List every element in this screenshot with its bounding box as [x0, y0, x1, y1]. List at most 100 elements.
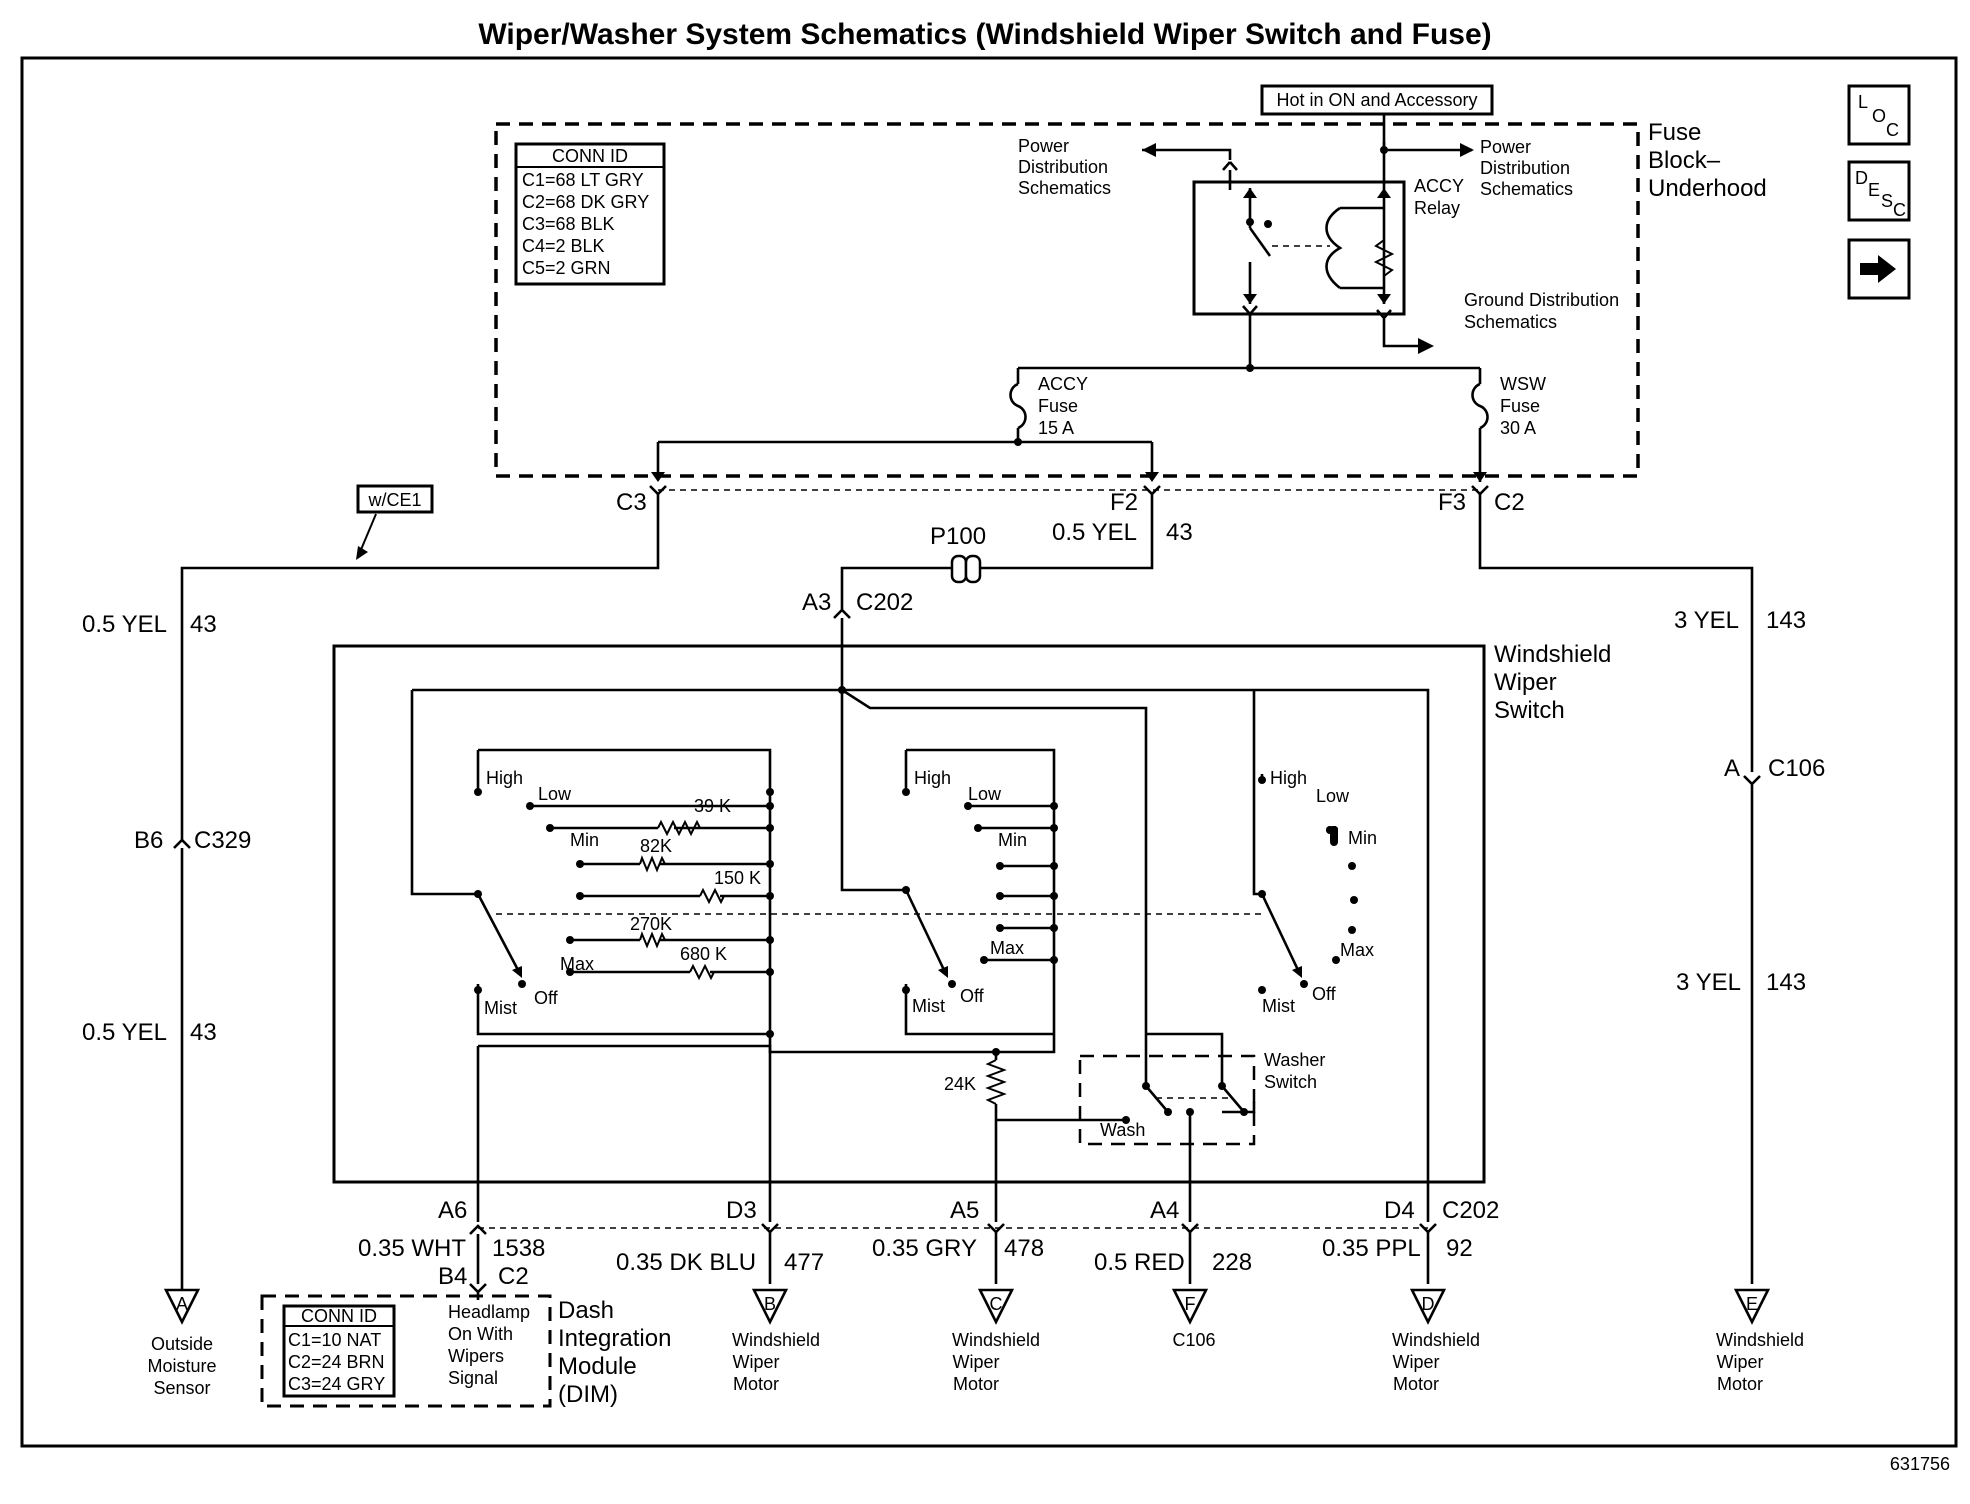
connector-d4: D4: [1384, 1197, 1415, 1224]
wash-label: Wash: [1100, 1120, 1145, 1140]
next-page-button[interactable]: [1847, 238, 1911, 300]
terminal-b: B Windshield Wiper Motor: [732, 1288, 820, 1394]
svg-text:Sensor: Sensor: [153, 1378, 210, 1398]
arrow-right-icon: [1460, 143, 1474, 157]
connector-a4: A4: [1150, 1197, 1179, 1224]
connector-c202-bottom: C202: [1442, 1197, 1499, 1224]
power-dist-left-2: Distribution: [1018, 157, 1108, 177]
diagram-frame: [20, 56, 1958, 1448]
terminal-f: F C106: [1171, 1288, 1216, 1350]
power-dist-left-3: Schematics: [1018, 178, 1111, 198]
pos-low-2: Low: [968, 784, 1002, 804]
wire-number-d4: 92: [1446, 1235, 1473, 1262]
svg-text:Windshield: Windshield: [1716, 1330, 1804, 1350]
pos-high-1: High: [486, 768, 523, 788]
wiper-switch-internals: [410, 686, 1430, 1222]
loc-button[interactable]: L O C: [1847, 84, 1911, 146]
pos-max-1: Max: [560, 954, 594, 974]
splice-p100-label: P100: [930, 523, 986, 550]
power-dist-left-1: Power: [1018, 136, 1069, 156]
svg-text:S: S: [1881, 191, 1893, 211]
desc-button[interactable]: D E S C: [1847, 160, 1911, 222]
pos-min-3: Min: [1348, 828, 1377, 848]
svg-text:C106: C106: [1172, 1330, 1215, 1350]
wire-label-d3: 0.35 DK BLU: [616, 1249, 756, 1276]
svg-text:Windshield: Windshield: [1392, 1330, 1480, 1350]
ground-label-2: Schematics: [1464, 312, 1557, 332]
terminal-a: A Outside Moisture Sensor: [147, 1288, 217, 1398]
connector-c2-dim: C2: [498, 1263, 529, 1290]
svg-text:Motor: Motor: [1393, 1374, 1439, 1394]
pos-off-3: Off: [1312, 984, 1337, 1004]
power-wire-right: [1382, 142, 1472, 152]
wire-number-a6: 1538: [492, 1235, 545, 1262]
wire-label-a4: 0.5 RED: [1094, 1249, 1185, 1276]
connector-c202-top: C202: [856, 589, 913, 616]
wiper-switch-label-3: Switch: [1494, 697, 1565, 724]
wire-number-a4: 228: [1212, 1249, 1252, 1276]
svg-text:Moisture: Moisture: [147, 1356, 216, 1376]
wire-label-f2: 0.5 YEL: [1052, 519, 1137, 546]
pos-low-1: Low: [538, 784, 572, 804]
terminal-c: C Windshield Wiper Motor: [952, 1288, 1040, 1394]
pos-mist-3: Mist: [1262, 996, 1295, 1016]
wire-number-right-upper: 143: [1766, 607, 1806, 634]
connector-c106: C106: [1768, 755, 1825, 782]
conn-id-row: C4=2 BLK: [522, 236, 605, 256]
connector-b4: B4: [438, 1263, 467, 1290]
wire-label-a6: 0.35 WHT: [358, 1235, 466, 1262]
pos-max-2: Max: [990, 938, 1024, 958]
pos-mist-1: Mist: [484, 998, 517, 1018]
terminal-d: D Windshield Wiper Motor: [1392, 1288, 1480, 1394]
dim-conn-id-row: C3=24 GRY: [288, 1374, 385, 1394]
svg-text:Wiper: Wiper: [732, 1352, 779, 1372]
resistor-150k: 150 K: [714, 868, 761, 888]
connector-c3: C3: [616, 489, 647, 516]
accy-fuse-label-3: 15 A: [1038, 418, 1074, 438]
resistor-39k: 39 K: [694, 796, 731, 816]
resistor-680k: 680 K: [680, 944, 727, 964]
pos-min-1: Min: [570, 830, 599, 850]
ground-label-1: Ground Distribution: [1464, 290, 1619, 310]
dim-conn-id-table: CONN ID C1=10 NAT C2=24 BRN C3=24 GRY: [282, 1304, 396, 1398]
connector-a3: A3: [802, 589, 831, 616]
connector-a5: A5: [950, 1197, 979, 1224]
arrow-left-icon: [1142, 143, 1156, 157]
connector-c329: C329: [194, 827, 251, 854]
washer-switch-label-1: Washer: [1264, 1050, 1325, 1070]
wire-number-left-lower: 43: [190, 1019, 217, 1046]
accy-fuse-label-1: ACCY: [1038, 374, 1088, 394]
conn-id-row: C1=68 LT GRY: [522, 170, 644, 190]
wire-number-right-lower: 143: [1766, 969, 1806, 996]
connector-a6: A6: [438, 1197, 467, 1224]
svg-text:Motor: Motor: [733, 1374, 779, 1394]
svg-text:Motor: Motor: [1717, 1374, 1763, 1394]
svg-text:F: F: [1185, 1294, 1196, 1314]
svg-text:L: L: [1858, 92, 1868, 112]
svg-text:E: E: [1746, 1294, 1758, 1314]
washer-switch-label-2: Switch: [1264, 1072, 1317, 1092]
svg-text:D: D: [1855, 168, 1868, 188]
svg-text:Outside: Outside: [151, 1334, 213, 1354]
resistor-270k: 270K: [630, 914, 672, 934]
dim-signal-1: Headlamp: [448, 1302, 530, 1322]
connector-b6: B6: [134, 827, 163, 854]
wire-number-d3: 477: [784, 1249, 824, 1276]
option-tag-box: [356, 484, 434, 514]
dim-outline: [260, 1294, 552, 1408]
wire-number-f2: 43: [1166, 519, 1193, 546]
svg-text:Wiper: Wiper: [1716, 1352, 1763, 1372]
wsw-fuse-label-2: Fuse: [1500, 396, 1540, 416]
conn-id-row: C5=2 GRN: [522, 258, 611, 278]
wire-label-a5: 0.35 GRY: [872, 1235, 977, 1262]
dim-label-4: (DIM): [558, 1381, 618, 1408]
dim-conn-id-row: C1=10 NAT: [288, 1330, 381, 1350]
resistor-24k: 24K: [944, 1074, 976, 1094]
hot-label-box: [1260, 84, 1494, 116]
wire-label-left-upper: 0.5 YEL: [82, 611, 167, 638]
pos-off-2: Off: [960, 986, 985, 1006]
accy-fuse-label-2: Fuse: [1038, 396, 1078, 416]
wiper-switch-label-2: Wiper: [1494, 669, 1557, 696]
wire-number-a5: 478: [1004, 1235, 1044, 1262]
connector-f2: F2: [1110, 489, 1138, 516]
